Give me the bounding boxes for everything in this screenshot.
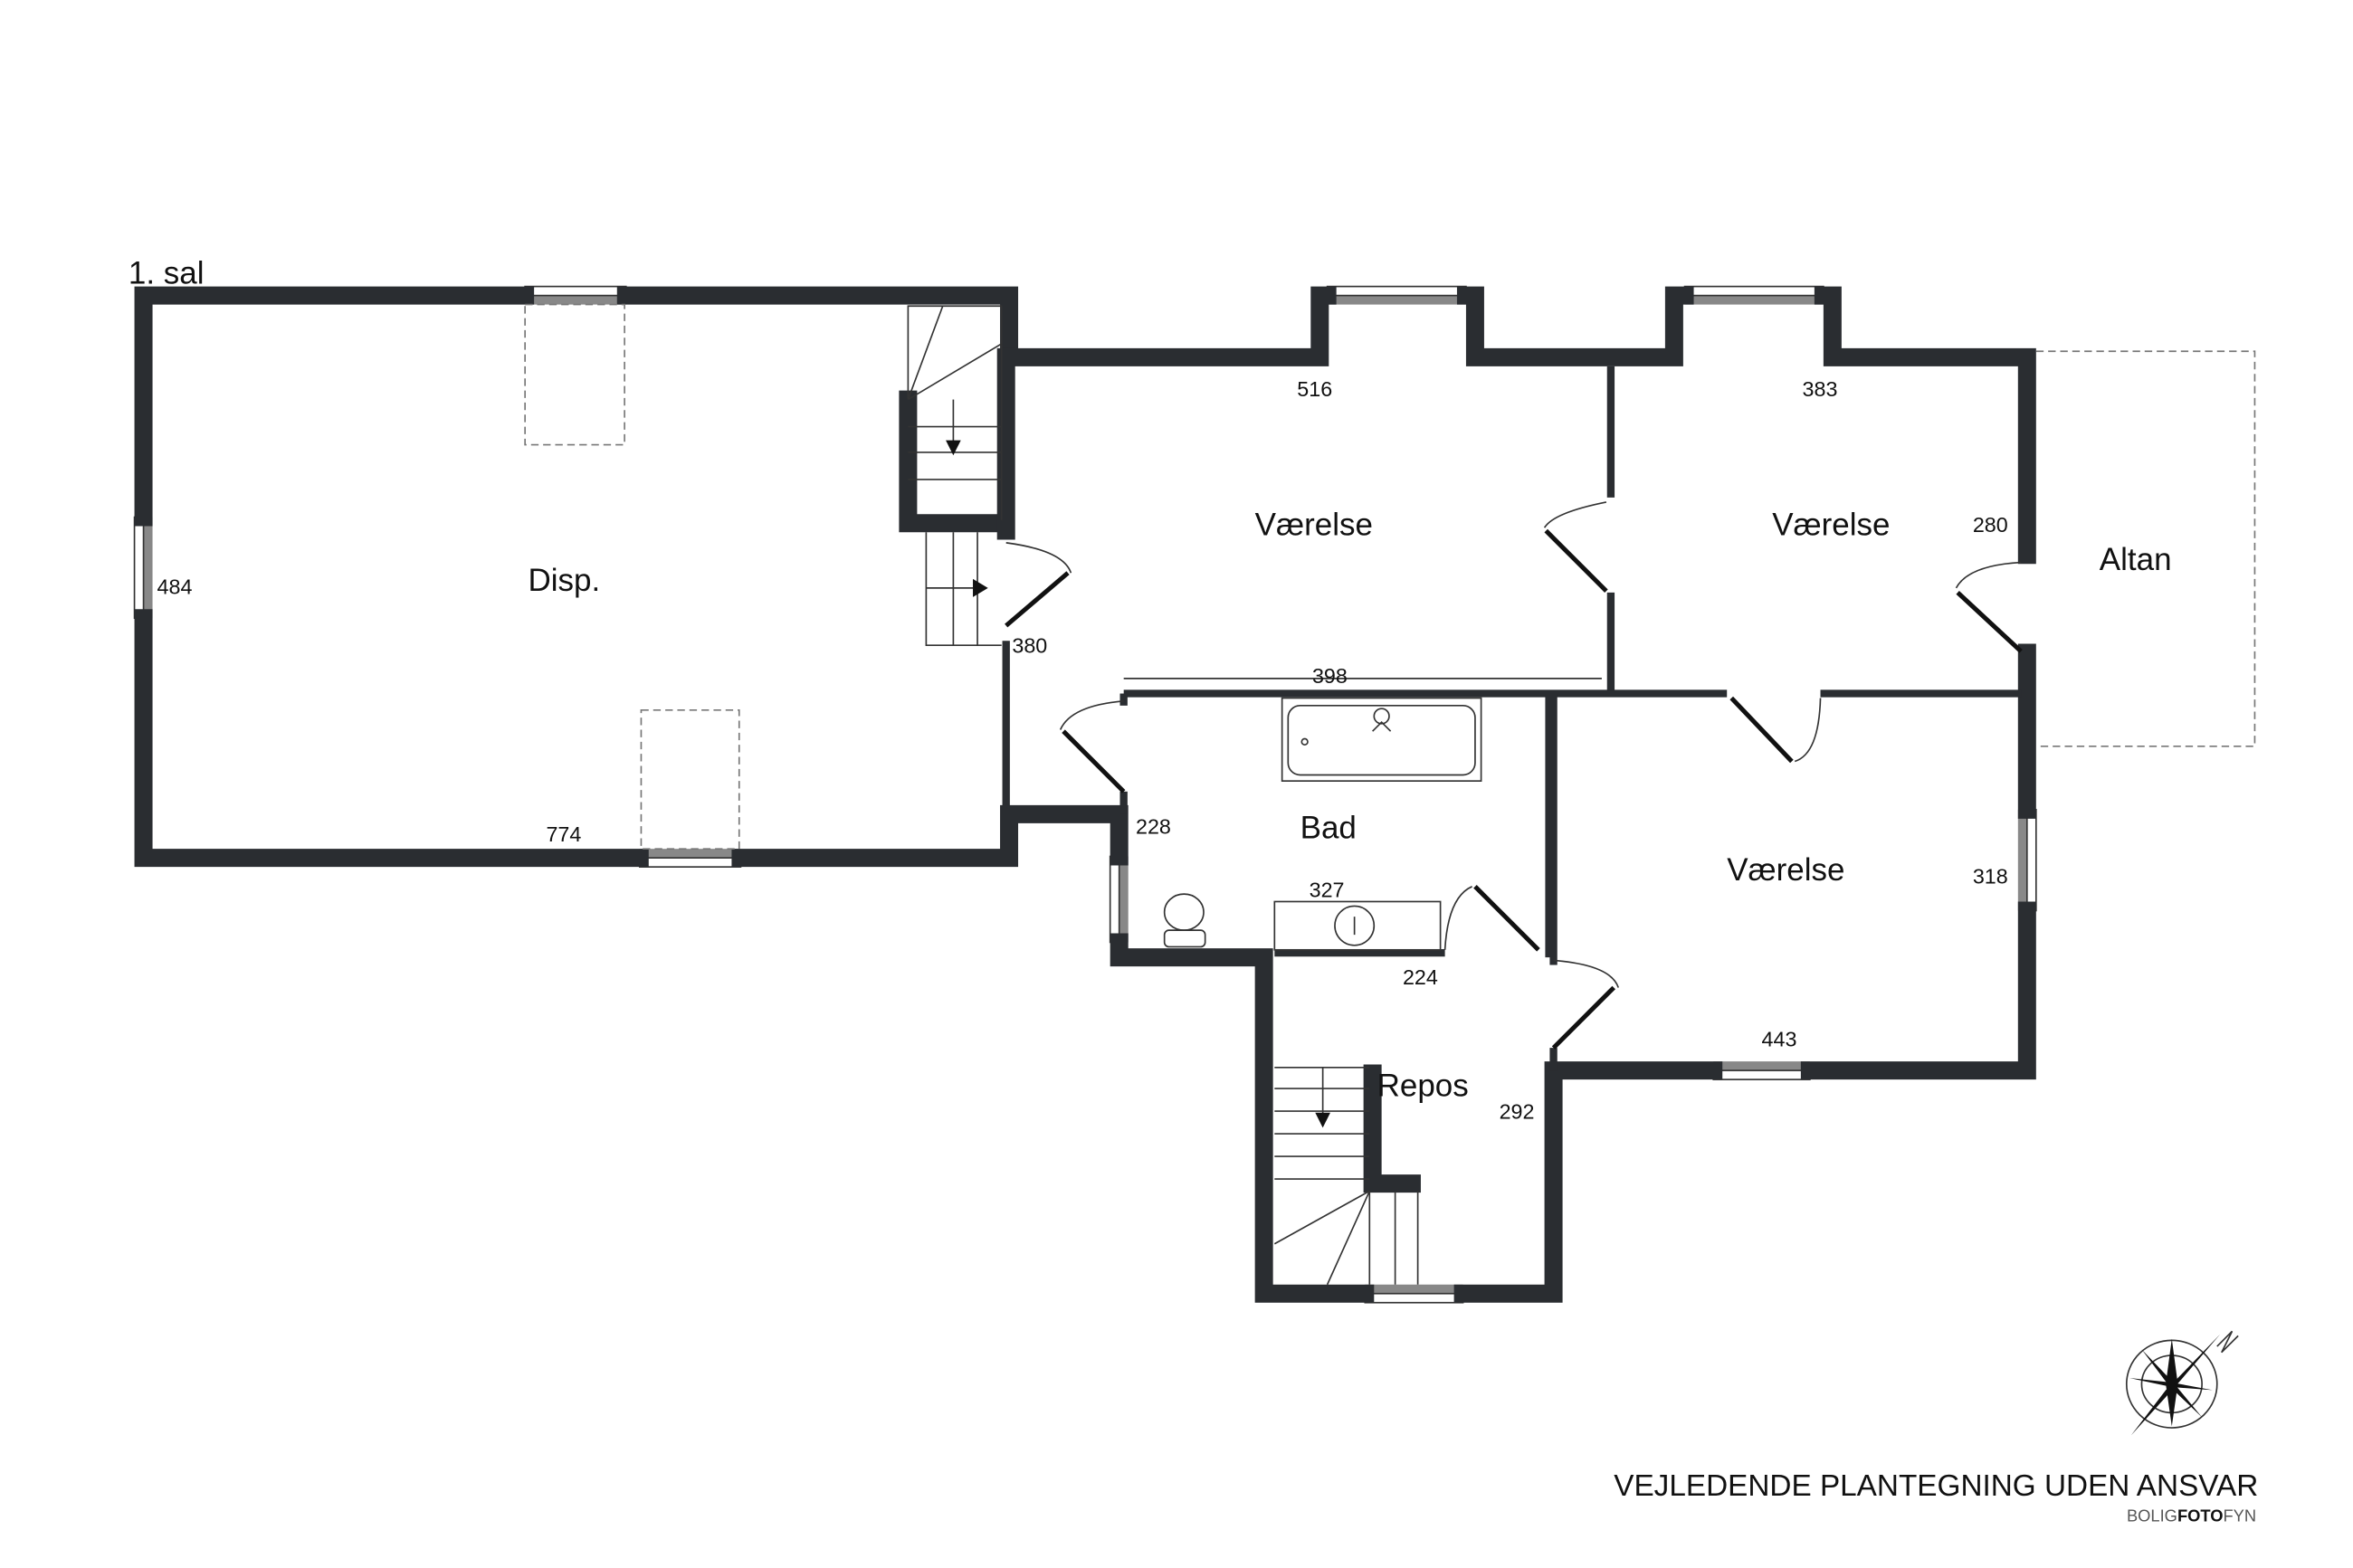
sink [1273,900,1442,951]
floor-label: 1. sal [129,255,205,290]
windows [133,285,2037,1304]
room-label-vaerelse: Værelse [1772,508,1890,543]
disclaimer: VEJLEDENDE PLANTEGNING UDEN ANSVAR [1614,1469,2258,1503]
room-label-repos: Repos [1377,1068,1469,1103]
room-label-vaerelse: Værelse [1255,508,1373,543]
toilet [1163,893,1206,948]
dimension-label: 292 [1500,1099,1535,1123]
room-label-altan: Altan [2100,542,2172,577]
dimension-label: 443 [1762,1027,1797,1050]
room-label-vaerelse: Værelse [1727,852,1844,888]
dimension-label: 516 [1297,377,1332,401]
dimension-label: 484 [157,575,193,599]
dimension-label: 327 [1310,878,1345,901]
exterior-walls [134,286,2036,1303]
dimension-label: 228 [1136,814,1171,838]
bathtub [1281,697,1482,783]
compass-icon [2125,1330,2239,1436]
skylight [524,303,625,446]
dimension-label: 398 [1312,664,1348,688]
dimension-label: 224 [1403,965,1438,989]
stair-arrow-icon [973,578,988,597]
dimension-label: 280 [1973,513,2008,537]
dimension-label: 380 [1012,634,1047,658]
altan-outline [2035,350,2256,747]
room-label-disp: Disp. [528,563,600,598]
staircases [907,305,1419,1286]
stair-arrow-icon [1315,1112,1330,1128]
room-label-bad: Bad [1300,810,1357,845]
dimension-label: 318 [1973,864,2008,888]
doors [1005,501,2023,1050]
interior-walls [1119,366,2022,1193]
skylight [640,709,740,850]
brand-logo: BOLIGFOTOFYN [2127,1506,2256,1525]
dimension-label: 383 [1803,377,1838,401]
dimension-label: 774 [546,822,581,846]
stair-arrow-icon [946,440,961,456]
